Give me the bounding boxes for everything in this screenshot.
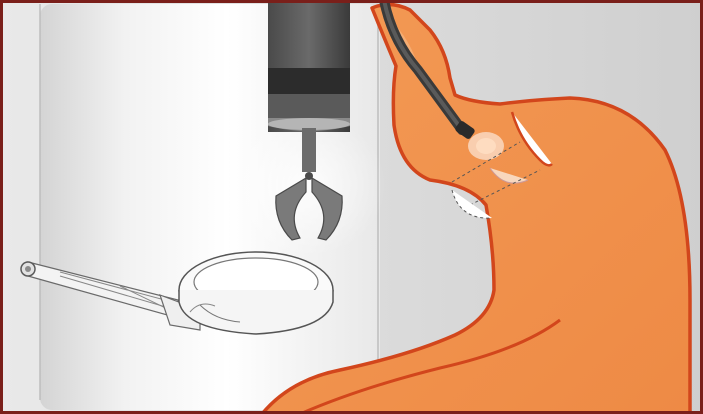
endoscope-tube-icon [268, 0, 350, 132]
